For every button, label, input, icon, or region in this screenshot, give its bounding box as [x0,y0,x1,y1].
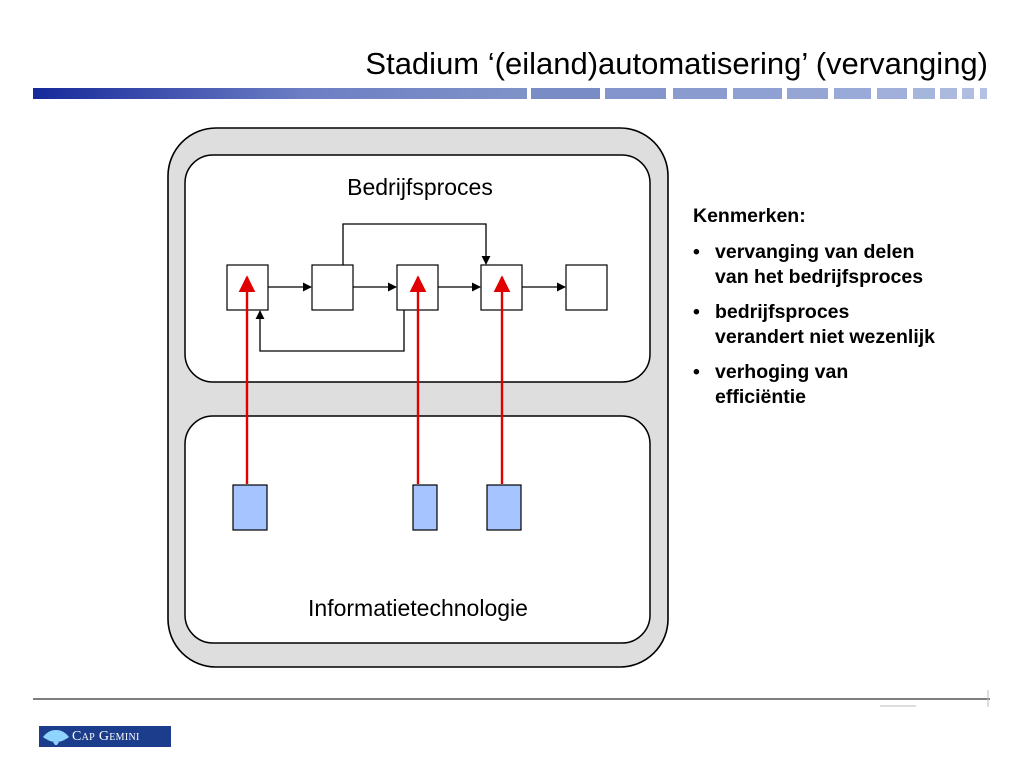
feature-item: • vervanging van delen van het bedrijfsp… [693,240,1013,290]
bullet: • [693,301,700,323]
it-system-3 [486,484,522,531]
feature-item: • bedrijfsproces verandert niet wezenlij… [693,300,1013,350]
loop-back-arrow-3-1 [255,310,405,352]
feature-text-line: vervanging van delen [715,241,915,263]
spade-icon [43,730,69,745]
logo-text: Cap Gemini [72,728,140,744]
bullet: • [693,361,700,383]
feature-text-line: efficiëntie [715,386,807,408]
company-logo: Cap Gemini [39,726,171,747]
feature-item: • verhoging van efficiëntie [693,360,1013,410]
feature-text-line: van het bedrijfsproces [715,266,924,288]
footer-divider [33,690,990,707]
feature-text-line: verandert niet wezenlijk [715,326,935,348]
bullet: • [693,241,700,263]
it-system-1 [232,484,268,531]
process-step-5 [565,264,608,311]
feature-text-line: bedrijfsproces [715,301,850,323]
business-process-label: Bedrijfsproces [347,174,493,200]
slide-title: Stadium ‘(eiland)automatisering’ (vervan… [365,46,988,81]
it-system-2 [412,484,438,531]
features-heading: Kenmerken: [693,205,806,227]
feature-text-line: verhoging van [715,361,849,383]
information-technology-label: Informatietechnologie [308,595,528,621]
process-step-2 [311,264,354,311]
skip-arrow-2-4 [342,223,491,265]
automation-diagram: Bedrijfsproces Informatietechnologie [167,127,669,668]
features-list: Kenmerken: • vervanging van delen van he… [693,204,1013,420]
title-accent-bar [33,88,987,99]
